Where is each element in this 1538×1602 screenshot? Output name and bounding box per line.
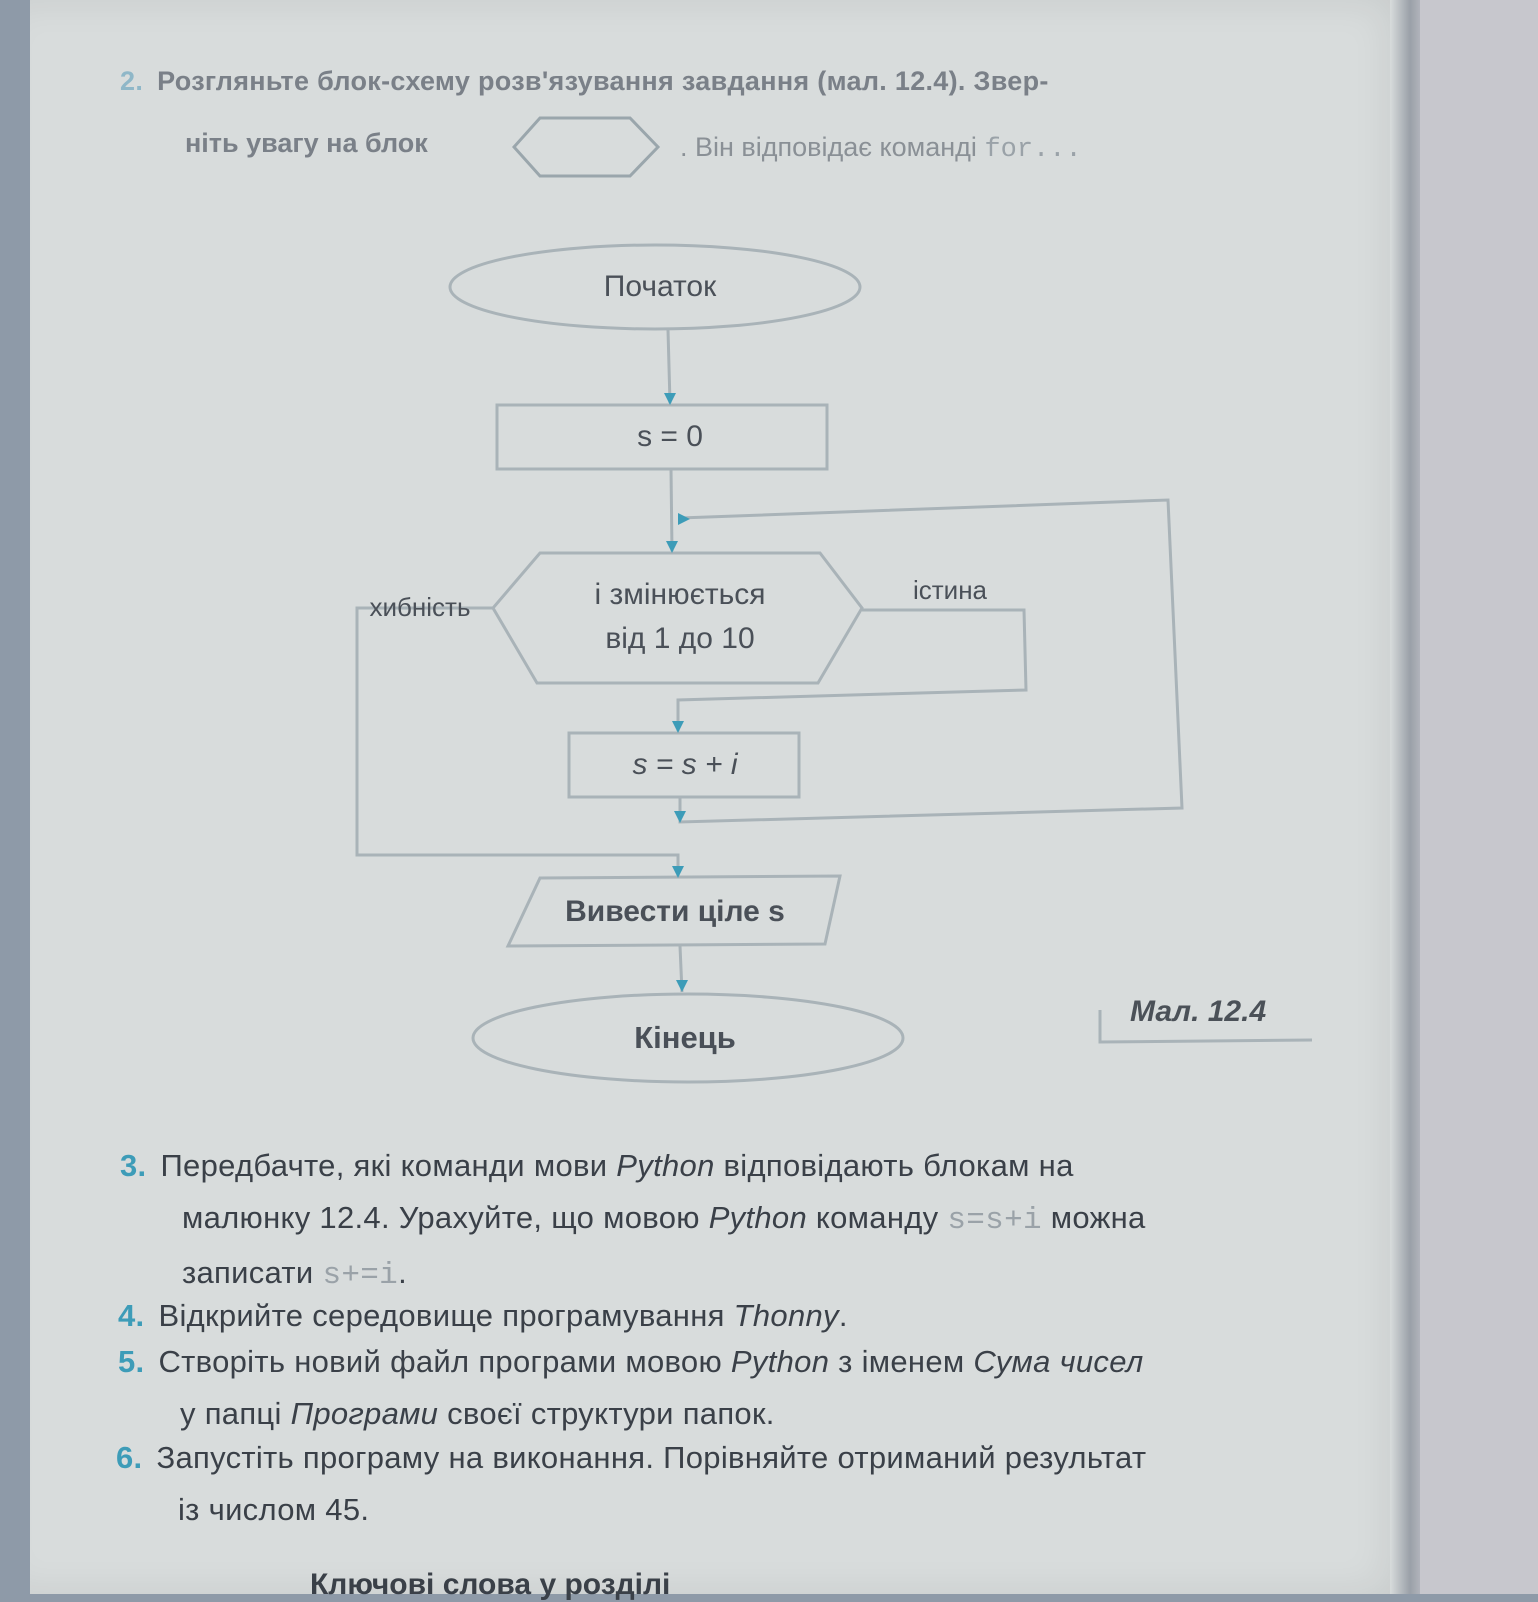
start-label: Початок — [603, 270, 717, 303]
end-terminal — [471, 992, 905, 1084]
init-label: s = 0 — [637, 420, 703, 453]
task-3: 3.Передбачте, які команди мови Python ві… — [120, 1148, 1146, 1293]
task-2-line1: 2.Розгляньте блок-схему розв'язування за… — [120, 66, 1049, 96]
start-terminal — [448, 243, 862, 331]
task-4: 4.Відкрийте середовище програмування Tho… — [118, 1298, 848, 1333]
loop-condition-line1: і змінюється — [594, 578, 766, 611]
task-5-number: 5. — [118, 1344, 145, 1379]
output-label: Вивести ціле s — [565, 895, 785, 928]
cut-off-heading: Ключові слова у розділі — [310, 1568, 671, 1601]
task-6: 6.Запустіть програму на виконання. Порів… — [116, 1440, 1147, 1527]
loop-hexagon — [491, 551, 864, 685]
init-process-box — [495, 403, 829, 471]
inline-loop-hexagon-icon — [512, 116, 661, 178]
arrow-to-output — [672, 866, 684, 878]
task-2-number: 2. — [120, 66, 144, 96]
arrow-to-body — [672, 721, 684, 733]
task-4-number: 4. — [118, 1298, 145, 1333]
next-page-edge — [1420, 0, 1538, 1594]
task-2-line2-end: . Він відповідає команді for... — [680, 132, 1082, 165]
arrow-to-init — [664, 393, 676, 405]
end-label: Кінець — [634, 1020, 736, 1055]
task-6-number: 6. — [116, 1440, 143, 1475]
arrow-from-body — [674, 811, 686, 823]
task-3-number: 3. — [120, 1148, 147, 1183]
true-branch-label: істина — [912, 575, 988, 605]
output-parallelogram — [505, 874, 842, 948]
figure-caption: Мал. 12.4 — [1130, 995, 1267, 1028]
false-branch-label: хибність — [369, 592, 471, 622]
body-process-box — [567, 731, 801, 799]
task-2-line2: ніть увагу на блок — [185, 128, 428, 158]
loop-condition-line2: від 1 до 10 — [605, 622, 755, 655]
arrow-loop-back — [678, 513, 690, 525]
arrow-to-loop — [666, 541, 678, 553]
arrow-to-end — [676, 980, 688, 992]
task-5: 5.Створіть новий файл програми мовою Pyt… — [118, 1344, 1144, 1431]
body-label: s = s + і — [632, 748, 738, 781]
